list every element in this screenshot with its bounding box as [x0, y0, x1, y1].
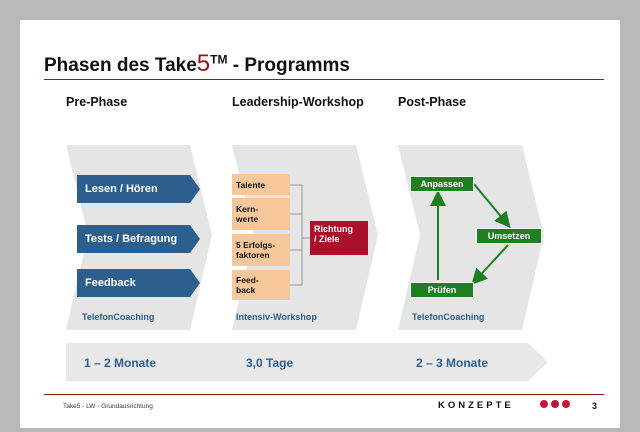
workshop-input-kernwerte: Kern- werte — [232, 198, 290, 230]
cycle-anpassen: Anpassen — [410, 176, 474, 192]
timeline-arrow — [66, 343, 548, 381]
pre-phase-sublabel: TelefonCoaching — [82, 312, 155, 322]
dot-icon — [551, 400, 559, 408]
arrow-anpassen-umsetzen — [473, 183, 511, 229]
phase-heading-post: Post-Phase — [398, 95, 467, 109]
phase-heading-pre: Pre-Phase — [66, 95, 128, 109]
pre-item-tests: Tests / Befragung — [77, 225, 200, 253]
phase-heading-workshop: Leadership-Workshop — [232, 95, 364, 109]
duration-post: 2 – 3 Monate — [416, 356, 489, 370]
pre-item-feedback: Feedback — [77, 269, 200, 297]
page-title: Phasen des Take5TM - Programms — [44, 50, 350, 77]
workshop-result-richtung: Richtung / Ziele — [310, 221, 368, 255]
cycle-pruefen: Prüfen — [410, 282, 474, 298]
workshop-connector — [290, 184, 303, 286]
brand-logo-text: KONZEPTE — [438, 400, 514, 411]
brand-dots — [540, 400, 570, 408]
page-number: 3 — [592, 401, 598, 411]
footer-divider — [44, 394, 604, 395]
pre-item-lesen: Lesen / Hören — [77, 175, 200, 203]
workshop-input-erfolgsfaktoren: 5 Erfolgs- faktoren — [232, 234, 290, 266]
duration-pre: 1 – 2 Monate — [84, 356, 157, 370]
post-phase-sublabel: TelefonCoaching — [412, 312, 485, 322]
workshop-sublabel: Intensiv-Workshop — [236, 312, 317, 322]
title-divider — [44, 79, 604, 80]
dot-icon — [540, 400, 548, 408]
footer-text: Take5 - LW - Grundausrichtung — [63, 403, 153, 410]
workshop-input-feedback: Feed- back — [232, 270, 290, 300]
arrow-umsetzen-pruefen — [471, 244, 509, 285]
dot-icon — [562, 400, 570, 408]
duration-workshop: 3,0 Tage — [246, 356, 294, 370]
cycle-umsetzen: Umsetzen — [476, 228, 542, 244]
workshop-input-talente: Talente — [232, 174, 290, 195]
